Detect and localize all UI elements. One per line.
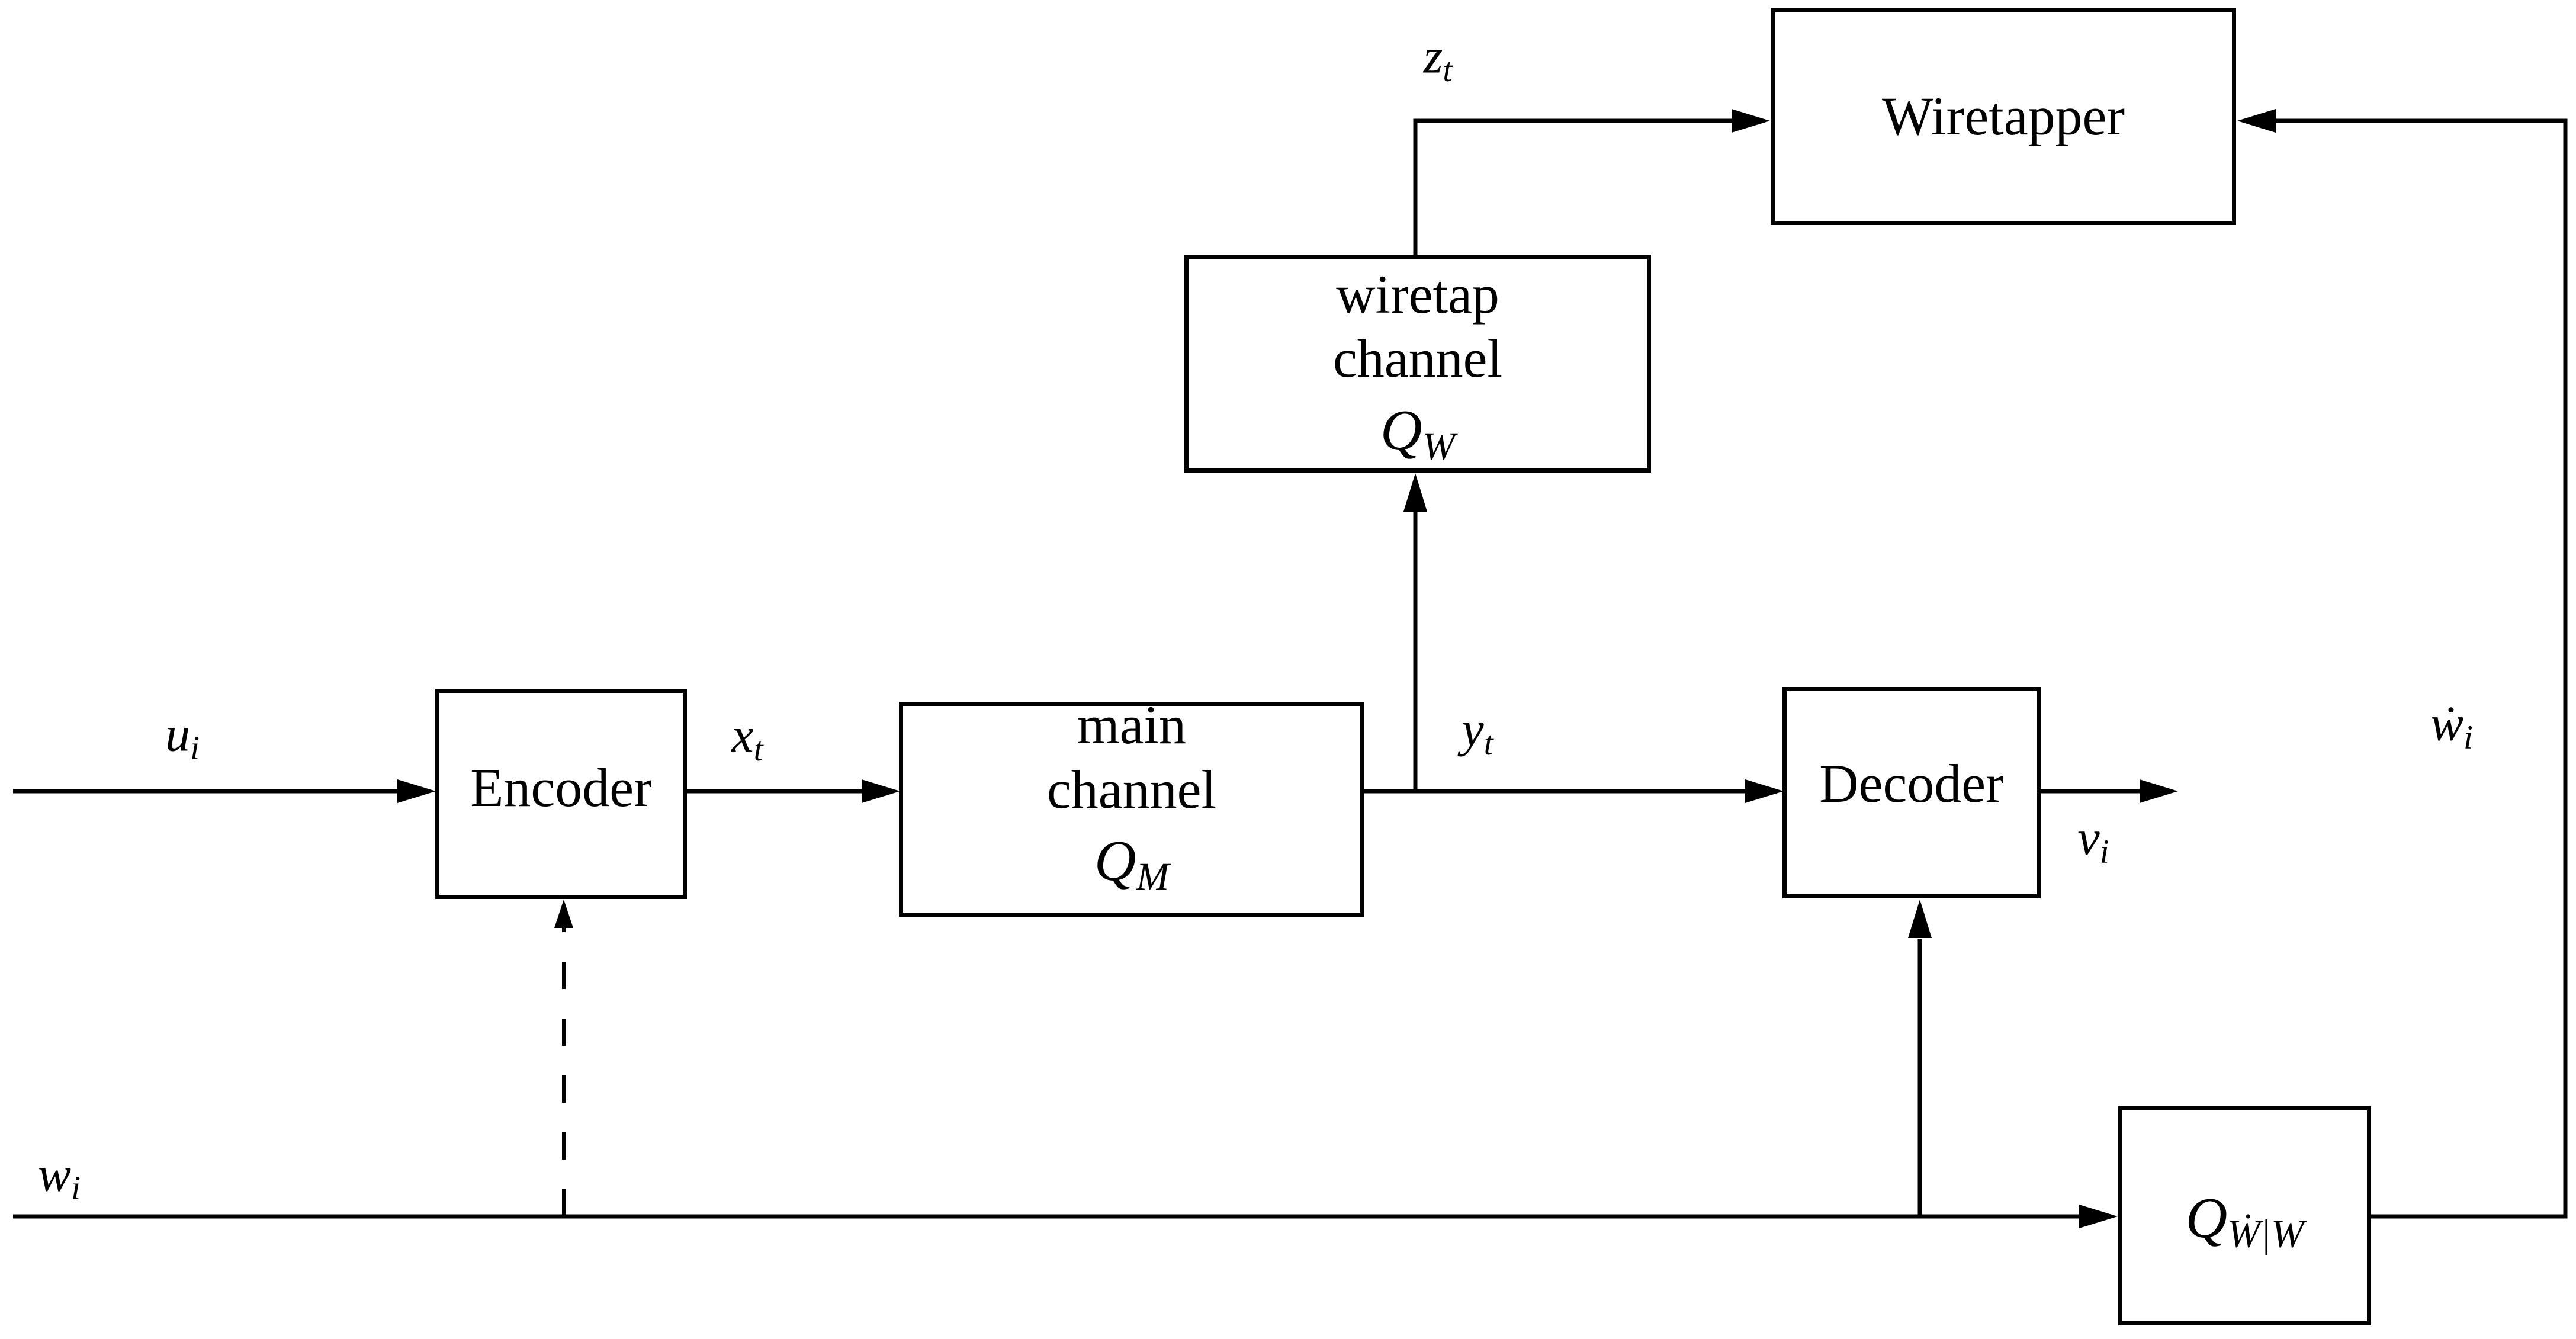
wiretap-channel-box: wiretap channel QW: [1184, 255, 1651, 473]
label-w-dot-i: ẇi: [2430, 696, 2473, 756]
label-y-t: yt: [1462, 702, 1493, 762]
main-channel-label-line2: channel: [1046, 759, 1217, 820]
wiretap-channel-label-line2: channel: [1332, 328, 1503, 389]
main-channel-symbol: QM: [1094, 829, 1170, 899]
arrow-w-input-line: [13, 1205, 2118, 1228]
arrow-w-dashed-to-encoder: [554, 900, 573, 1216]
wiretapper-label: Wiretapper: [1881, 86, 2125, 147]
arrow-x-encoder-to-main-channel: [687, 779, 900, 803]
wiretapper-box: Wiretapper: [1771, 8, 2236, 225]
arrow-y-main-channel-to-decoder: [1364, 779, 1784, 803]
arrow-v-decoder-output: [2041, 779, 2178, 803]
arrow-what-feedback-to-wiretapper: [2237, 109, 2568, 1219]
wiretap-channel-label-line1: wiretap: [1336, 264, 1499, 325]
decoder-label: Decoder: [1819, 753, 2004, 814]
label-z-t: zt: [1423, 28, 1453, 89]
arrow-z-wiretap-channel-to-wiretapper: [1413, 109, 1770, 255]
estimator-symbol: QẆ|W: [2185, 1186, 2304, 1256]
main-channel-label-line1: main: [1077, 695, 1186, 756]
label-v-i: vi: [2077, 810, 2109, 871]
arrow-y-branch-to-wiretap-channel: [1403, 473, 1427, 791]
label-w-i: wi: [38, 1147, 81, 1207]
main-channel-box: main channel QM: [899, 695, 1364, 917]
wiretap-channel-symbol: QW: [1380, 398, 1456, 468]
encoder-label: Encoder: [470, 757, 652, 818]
label-x-t: xt: [731, 708, 763, 768]
encoder-box: Encoder: [435, 689, 687, 899]
decoder-box: Decoder: [1782, 687, 2041, 898]
label-u-i: ui: [165, 707, 200, 767]
arrow-w-branch-to-decoder: [1908, 900, 1932, 1216]
estimator-box: QẆ|W: [2118, 1106, 2371, 1325]
arrow-u-input: [13, 779, 436, 803]
